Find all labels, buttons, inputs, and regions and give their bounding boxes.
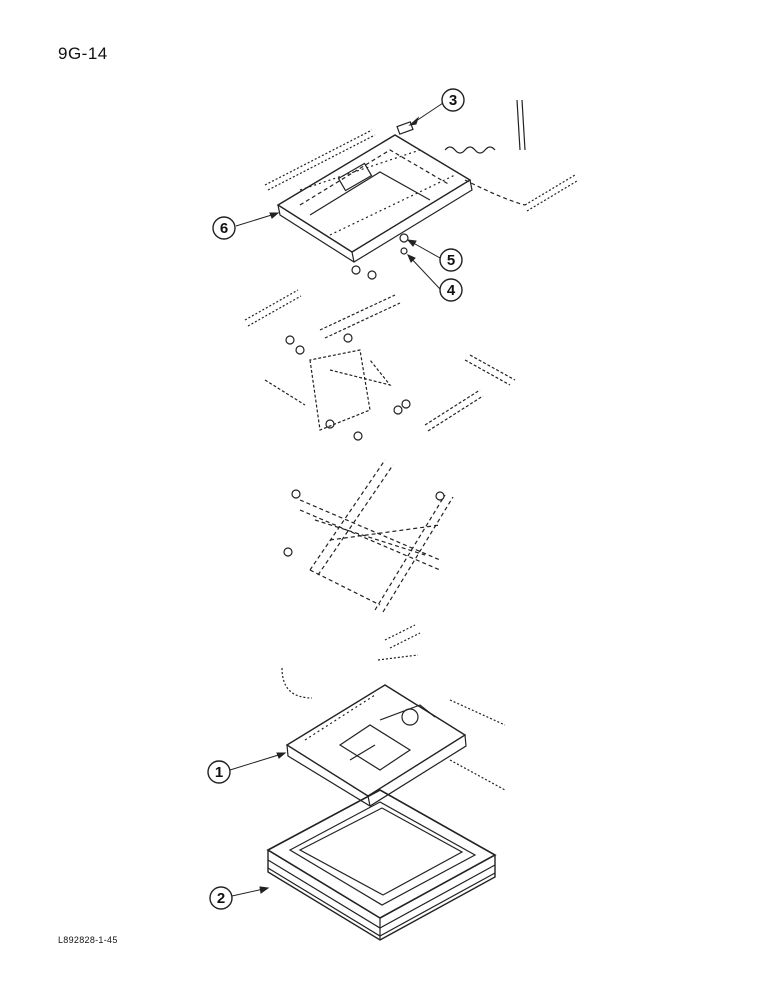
callout-5-label: 5 bbox=[447, 252, 455, 269]
cushion-frame bbox=[266, 789, 497, 941]
callout-3: 3 bbox=[441, 88, 465, 112]
top-seat-plate bbox=[276, 134, 473, 263]
callout-5: 5 bbox=[439, 248, 463, 272]
callout-4-label: 4 bbox=[447, 282, 456, 299]
callout-6: 6 bbox=[212, 216, 236, 240]
callout-6-label: 6 bbox=[220, 220, 228, 237]
small-bushings bbox=[283, 265, 445, 557]
upper-springs bbox=[244, 129, 578, 327]
leader-lines bbox=[229, 102, 444, 897]
page-number: 9G-14 bbox=[58, 44, 108, 63]
callout-2: 2 bbox=[209, 886, 233, 910]
callout-1: 1 bbox=[207, 760, 231, 784]
middle-linkage bbox=[264, 294, 516, 432]
figure-reference-code: L892828-1-45 bbox=[58, 935, 118, 945]
callout-4: 4 bbox=[439, 278, 463, 302]
callout-3-label: 3 bbox=[449, 92, 457, 109]
callout-2-label: 2 bbox=[217, 890, 225, 907]
callout-1-label: 1 bbox=[215, 764, 223, 781]
scissor-frame bbox=[299, 459, 454, 613]
mid-hardware bbox=[281, 624, 506, 791]
base-plate bbox=[285, 684, 467, 807]
top-right-hardware bbox=[396, 99, 526, 255]
